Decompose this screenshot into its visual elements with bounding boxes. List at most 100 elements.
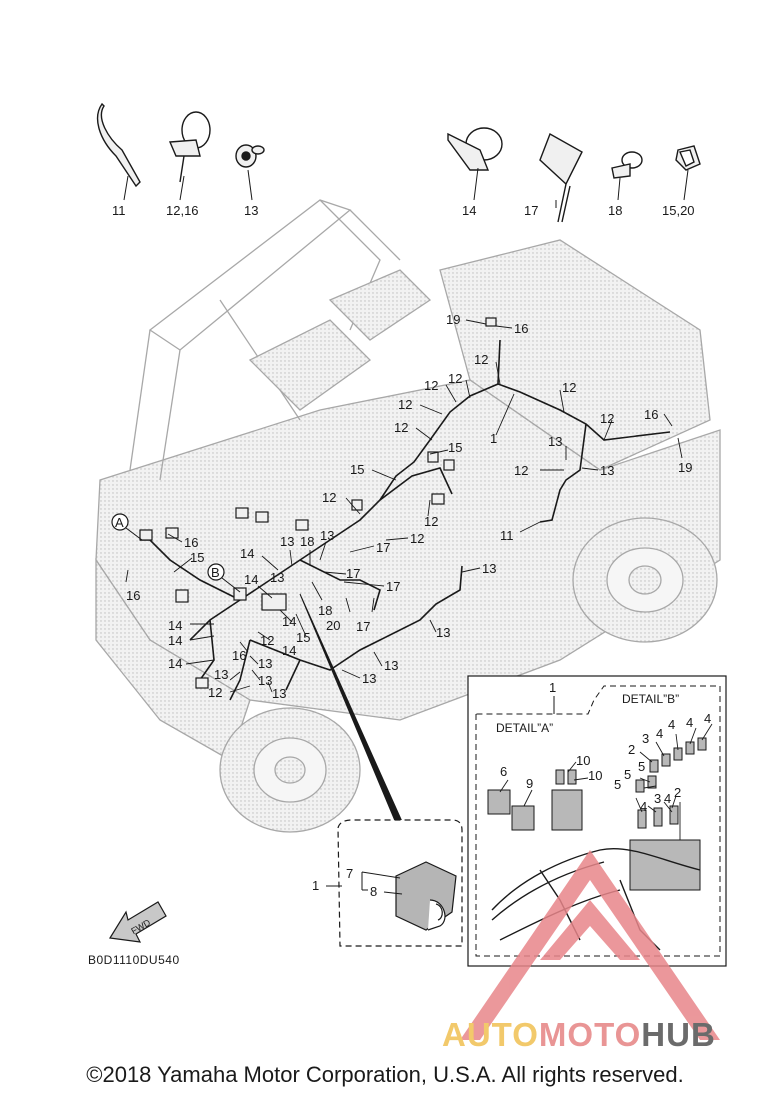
callout-label: 13 (384, 658, 398, 673)
callout-label: 12 (424, 514, 438, 529)
callout-label: 12 (474, 352, 488, 367)
clip-label: 11 (112, 203, 126, 218)
callout-label: 13 (258, 656, 272, 671)
detail-callout: 2 (628, 742, 635, 757)
detail-callout: 10 (576, 753, 590, 768)
band-clamp-icon (447, 127, 503, 171)
detail-leaders (499, 723, 713, 840)
callout-label: 17 (376, 540, 390, 555)
callout-label: 12 (448, 371, 462, 386)
detail-callout: 3 (642, 731, 649, 746)
vehicle-outline (95, 199, 721, 761)
callout-label: 19 (678, 460, 692, 475)
detail-callout: 3 (654, 791, 661, 806)
clip-label: 14 (462, 203, 476, 218)
callout-label: 12 (562, 380, 576, 395)
callout-label: 15 (296, 630, 310, 645)
band-tie-icon (97, 102, 141, 188)
marker-a: A (111, 513, 143, 541)
clip-label: 13 (244, 203, 258, 218)
rear-wheel (572, 517, 718, 643)
detail-callout: 6 (500, 764, 507, 779)
detail-callout: 2 (674, 785, 681, 800)
callout-label: 16 (126, 588, 140, 603)
callout-label: 12 (514, 463, 528, 478)
callout-label: 13 (280, 534, 294, 549)
square-clamp-icon (675, 145, 701, 171)
callout-label: 12 (208, 685, 222, 700)
clip-label: 15,20 (662, 203, 695, 218)
watermark-part-1: AUTO (442, 1016, 539, 1053)
callout-label: 13 (362, 671, 376, 686)
detail-callout: 9 (526, 776, 533, 791)
callout-label: 12 (322, 490, 336, 505)
clip-label: 17 (524, 203, 538, 218)
detail-callout: 4 (668, 717, 675, 732)
watermark-text: AUTOMOTOHUB (442, 1016, 764, 1054)
clips-row-labels: 11 12,16 13 14 17 18 15,20 (112, 203, 695, 218)
callout-label: 11 (500, 528, 514, 543)
callout-label: 13 (548, 434, 562, 449)
marker-a-label: A (115, 515, 124, 530)
callout-label: 14 (244, 572, 258, 587)
detail-callout: 4 (640, 799, 647, 814)
copyright-notice: ©2018 Yamaha Motor Corporation, U.S.A. A… (86, 1062, 684, 1087)
callout-label: 20 (326, 618, 340, 633)
callout-label: 13 (214, 667, 228, 682)
front-wheel (219, 707, 361, 833)
detail-callout: 5 (638, 759, 645, 774)
detail-callouts: 2 3 4 4 4 4 10 10 6 9 5 5 5 3 4 4 2 (500, 711, 711, 814)
callout-label: 12 (398, 397, 412, 412)
marker-b: B (207, 563, 241, 593)
clip-label: 12,16 (166, 203, 199, 218)
callout-label: 16 (644, 407, 658, 422)
callout-label: 13 (482, 561, 496, 576)
detail-callout-1: 1 (549, 680, 556, 695)
callout-label: 15 (448, 440, 462, 455)
callout-label: 13 (436, 625, 450, 640)
callout-label: 16 (184, 535, 198, 550)
long-strap-icon (539, 132, 583, 223)
callout-label: 17 (356, 619, 370, 634)
callout-label: 16 (232, 648, 246, 663)
callout-label: 1 (490, 431, 497, 446)
detail-callout: 4 (656, 726, 663, 741)
callout-label: 14 (168, 633, 182, 648)
detail-a-title: DETAIL”A” (496, 721, 553, 735)
loop-clamp-icon (168, 111, 211, 183)
watermark-part-3: HUB (641, 1016, 716, 1053)
detail-callout: 4 (686, 715, 693, 730)
marker-b-label: B (211, 565, 220, 580)
detail-callout: 4 (704, 711, 711, 726)
callout-label: 13 (272, 686, 286, 701)
inset-callout-1: 1 (312, 878, 319, 893)
callout-label: 14 (168, 656, 182, 671)
callout-label: 12 (410, 531, 424, 546)
clip-label: 18 (608, 203, 622, 218)
small-clamp-icon (611, 151, 643, 179)
inset-callout-7: 7 (346, 866, 353, 881)
callout-label: 14 (240, 546, 254, 561)
detail-callout: 4 (664, 791, 671, 806)
top-leader-lines (123, 167, 689, 208)
callout-label: 17 (386, 579, 400, 594)
callout-label: 12 (424, 378, 438, 393)
callout-label: 16 (514, 321, 528, 336)
watermark-part-2: MOTO (538, 1016, 642, 1053)
fwd-arrow-icon: FWD (109, 901, 167, 943)
detail-callout: 5 (624, 767, 631, 782)
callout-label: 13 (320, 528, 334, 543)
callout-label: 14 (282, 614, 296, 629)
inset-callout-8: 8 (370, 884, 377, 899)
fuse-relay-art (487, 737, 707, 891)
relay-icon (395, 861, 457, 931)
diagram-code: B0D1110DU540 (88, 953, 180, 967)
inset-box: 1 7 8 (312, 819, 463, 947)
callout-label: 19 (446, 312, 460, 327)
callout-label: 17 (346, 566, 360, 581)
clip-icon (235, 144, 265, 168)
callout-label: 15 (350, 462, 364, 477)
callout-label: 14 (282, 643, 296, 658)
watermark-logo (460, 850, 720, 1040)
